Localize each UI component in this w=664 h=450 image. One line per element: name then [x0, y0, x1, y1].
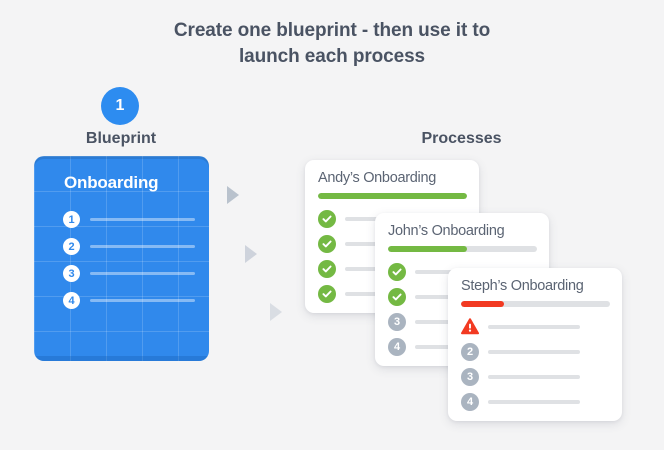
blueprint-step-number-icon: 2 [63, 238, 80, 255]
process-card-steph[interactable]: Steph’s Onboarding 2 3 [448, 268, 622, 421]
blueprint-step-list: 1 2 3 4 [63, 206, 195, 314]
process-step-row: 2 [461, 339, 611, 364]
blueprint-step-row: 2 [63, 233, 195, 260]
step-number-icon: 2 [461, 342, 479, 361]
process-step-placeholder-line [488, 349, 580, 354]
process-step-list: 2 3 4 [461, 314, 611, 414]
page-title-line-2: launch each process [238, 46, 426, 67]
arrow-right-icon [270, 303, 282, 321]
progress-bar-track [318, 193, 467, 199]
warning-triangle-icon [461, 318, 479, 336]
step-number-badge: 1 [101, 87, 139, 125]
process-card-title: Steph’s Onboarding [461, 278, 584, 294]
check-circle-icon [388, 287, 406, 306]
check-circle-icon [318, 234, 336, 253]
progress-bar-fill [318, 193, 467, 199]
blueprint-card[interactable]: Onboarding 1 2 3 4 [34, 156, 209, 361]
process-step-row [461, 314, 611, 339]
blueprint-step-number-icon: 3 [63, 265, 80, 282]
check-circle-icon [318, 284, 336, 303]
blueprint-step-placeholder-line [90, 272, 195, 275]
blueprint-step-number-icon: 1 [63, 211, 80, 228]
step-number-icon: 3 [388, 312, 406, 331]
process-step-row: 4 [461, 389, 611, 414]
blueprint-step-placeholder-line [90, 299, 195, 302]
process-card-title: John’s Onboarding [388, 223, 505, 239]
process-step-placeholder-line [488, 324, 580, 329]
process-step-row: 3 [461, 364, 611, 389]
page-title: Create one blueprint - then use it to la… [0, 18, 664, 70]
arrow-right-icon [227, 186, 239, 204]
blueprint-step-row: 4 [63, 287, 195, 314]
check-circle-icon [388, 262, 406, 281]
process-step-placeholder-line [488, 399, 580, 404]
arrow-right-icon [245, 245, 257, 263]
process-step-placeholder-line [488, 374, 580, 379]
blueprint-column-label: Blueprint [85, 130, 157, 147]
progress-bar-fill [461, 301, 505, 307]
blueprint-card-title: Onboarding [64, 173, 159, 192]
progress-bar-fill [388, 246, 467, 252]
progress-bar-track [461, 301, 610, 307]
progress-bar-track [388, 246, 537, 252]
check-circle-icon [318, 259, 336, 278]
blueprint-step-placeholder-line [90, 245, 195, 248]
blueprint-step-row: 1 [63, 206, 195, 233]
page-title-line-1: Create one blueprint - then use it to [173, 20, 491, 41]
step-number-icon: 3 [461, 367, 479, 386]
check-circle-icon [318, 209, 336, 228]
blueprint-step-row: 3 [63, 260, 195, 287]
blueprint-step-placeholder-line [90, 218, 195, 221]
step-number-icon: 4 [388, 337, 406, 356]
blueprint-step-number-icon: 4 [63, 292, 80, 309]
process-card-title: Andy’s Onboarding [318, 170, 436, 186]
step-number-icon: 4 [461, 392, 479, 411]
processes-column-label: Processes [421, 130, 502, 147]
